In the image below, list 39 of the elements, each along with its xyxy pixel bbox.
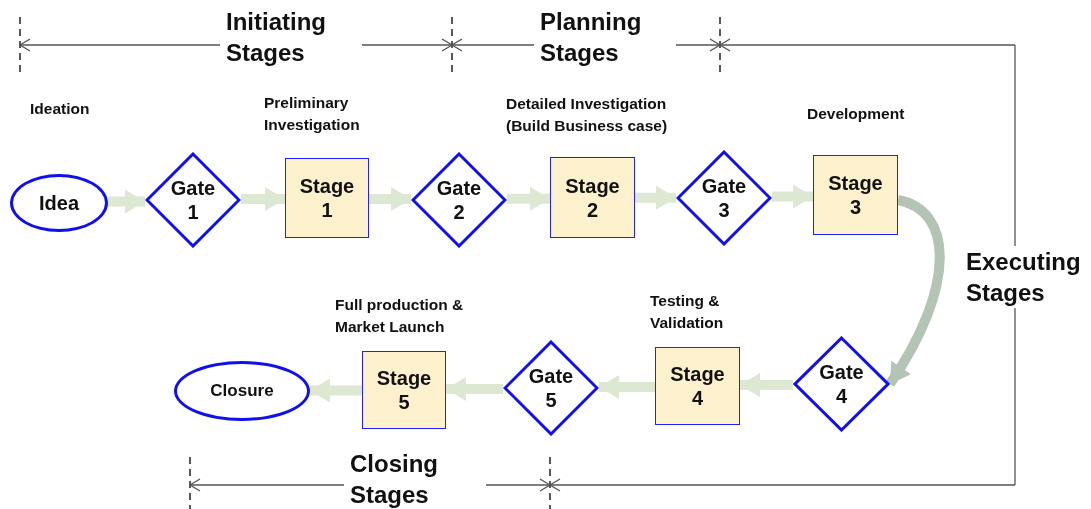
block-arrow: [772, 184, 813, 209]
node-label: Stage 2: [564, 173, 621, 222]
node-label: Gate 3: [700, 174, 748, 222]
block-arrow: [108, 189, 145, 214]
block-arrow: [507, 186, 550, 211]
gate-diamond: [411, 152, 507, 248]
stage-box: [362, 351, 446, 429]
phase-caption: Ideation: [30, 99, 91, 119]
phase-caption: Development: [807, 104, 906, 124]
node-label: Stage 5: [376, 366, 432, 414]
node-label: Stage 1: [299, 174, 355, 222]
stage-box: [285, 158, 369, 238]
node-label: Gate 1: [169, 176, 217, 224]
node-label: Gate 5: [527, 364, 575, 412]
phase-caption: Detailed Investigation (Build Business case): [506, 94, 669, 137]
node-label: Closure: [210, 380, 274, 402]
stage-box: [813, 155, 898, 235]
gate-diamond: [676, 150, 772, 246]
stage-box: [550, 157, 635, 238]
node-label: Stage 3: [827, 171, 884, 219]
gate-diamond: [145, 152, 241, 248]
phase-caption: Preliminary Investigation: [264, 93, 361, 136]
node-label: Idea: [39, 191, 79, 215]
node-label: Gate 4: [818, 360, 865, 408]
node-label: Gate 2: [435, 176, 483, 224]
block-arrow: [310, 378, 362, 403]
block-arrow: [885, 195, 945, 387]
stage-box: [655, 347, 740, 425]
node-label: Stage 4: [669, 362, 726, 410]
gate-diamond: [503, 340, 599, 436]
phase-caption: Testing & Validation: [650, 291, 725, 334]
block-arrow: [599, 375, 655, 399]
block-arrow: [446, 377, 503, 401]
phase-caption: Full production & Market Launch: [335, 295, 465, 338]
block-arrow: [635, 185, 676, 210]
block-arrow: [369, 187, 411, 211]
block-arrow: [241, 187, 285, 211]
gate-diamond: [793, 336, 890, 432]
block-arrow: [740, 373, 793, 397]
